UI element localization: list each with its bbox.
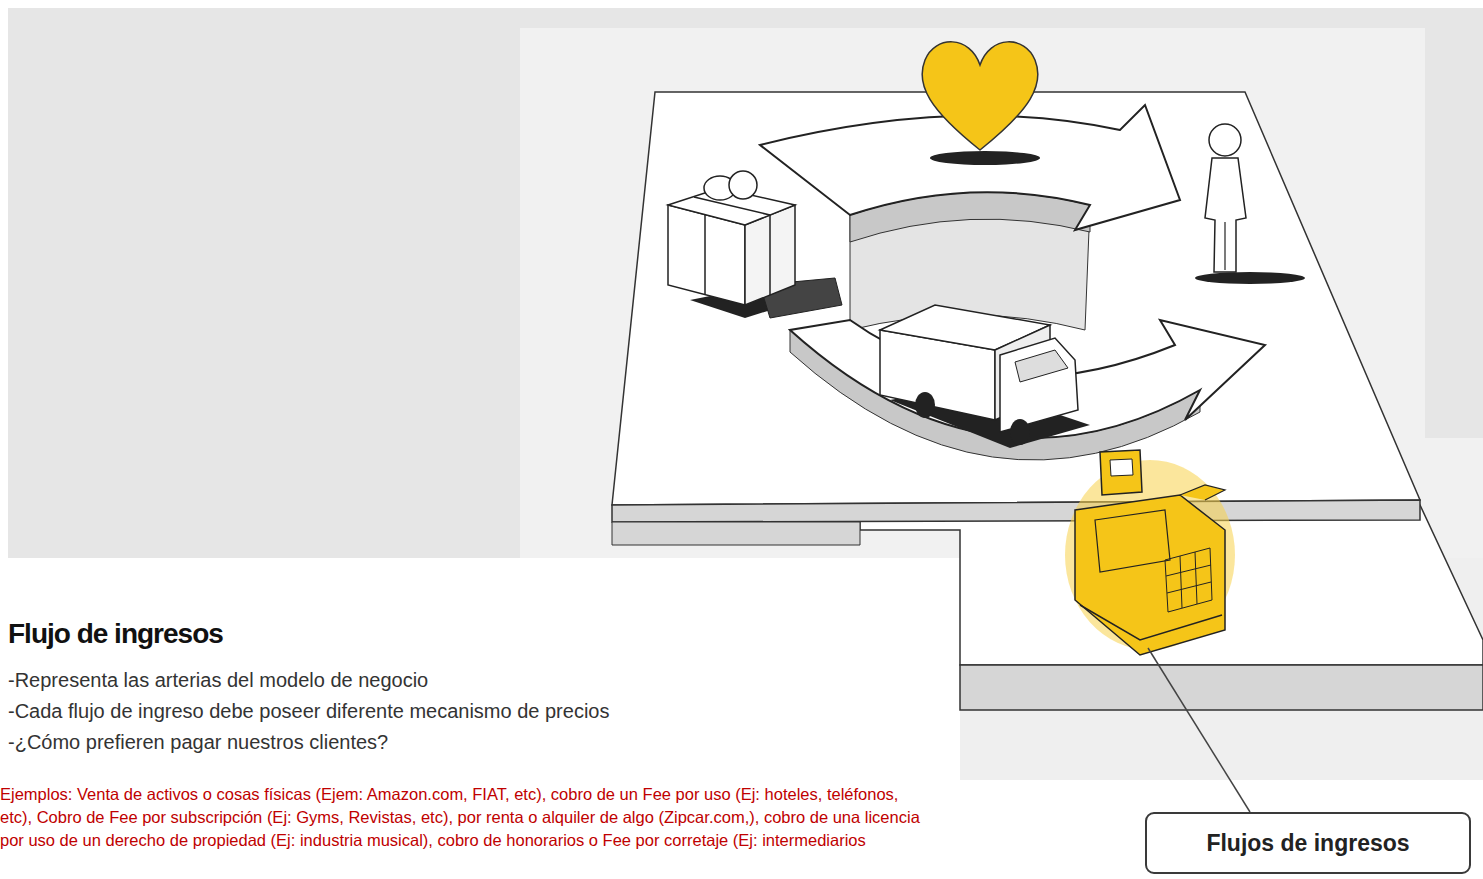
bullet-text: -Representa las arterias del modelo de n…: [8, 668, 908, 692]
shadow: [930, 151, 1040, 165]
register-screen: [1095, 510, 1170, 572]
callout-box: Flujos de ingresos: [1145, 812, 1471, 874]
truck-window: [1015, 350, 1068, 382]
platform-edge: [612, 500, 1420, 522]
register-keypad: [1165, 548, 1212, 612]
truck-wheel: [915, 392, 935, 418]
background-panel: [8, 8, 1483, 558]
example-note: Ejemplos: Venta de activos o cosas físic…: [0, 783, 935, 852]
section-heading: Flujo de ingresos: [8, 618, 223, 650]
bullet-text: -Cada flujo de ingreso debe poseer difer…: [8, 699, 908, 723]
shadow: [1195, 272, 1305, 284]
heart-icon: [922, 42, 1038, 150]
platform-edge: [612, 522, 860, 545]
arrow-band: [790, 320, 1265, 438]
platform-top: [612, 92, 1420, 505]
image-background: [520, 28, 1425, 558]
register-display: [1110, 459, 1133, 476]
register-handle: [1180, 485, 1225, 500]
person-icon: [1205, 158, 1246, 272]
bullet-text: -¿Cómo prefieren pagar nuestros clientes…: [8, 730, 908, 754]
cash-register-icon: [1075, 495, 1225, 655]
platform-edge: [960, 665, 1483, 710]
leader-line: [1148, 648, 1250, 812]
register-display: [1100, 450, 1142, 495]
gift-bow: [729, 171, 757, 199]
truck-cab: [1000, 338, 1078, 432]
person-icon: [1224, 222, 1225, 270]
person-icon: [1209, 124, 1241, 156]
callout-label: Flujos de ingresos: [1206, 830, 1409, 857]
gift-ribbon: [694, 197, 770, 295]
register-drawer: [1080, 605, 1222, 640]
truck-wheel: [1010, 419, 1030, 445]
center-well: [850, 192, 1090, 330]
